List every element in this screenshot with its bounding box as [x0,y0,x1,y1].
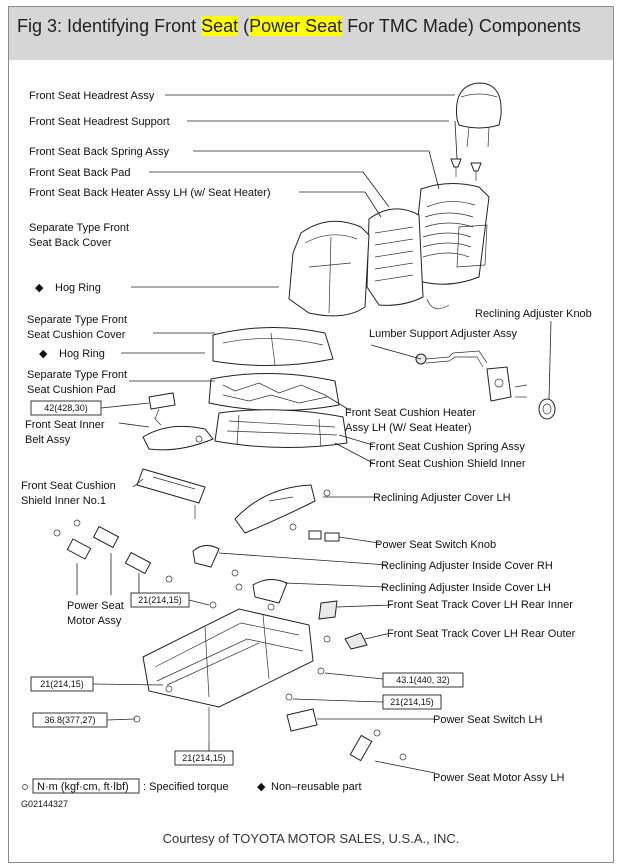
label-cushion-heater-line2: Assy LH (W/ Seat Heater) [345,422,472,434]
label-track-rear-outer: Front Seat Track Cover LH Rear Outer [387,628,576,640]
torque-value-2: 21(214,15) [138,595,182,605]
seat-back-cover-drawing [288,220,370,317]
label-shield-inner-no1-line1: Front Seat Cushion [21,480,116,492]
seat-back-spring-drawing [412,183,490,310]
label-motor-assy-line2: Motor Assy [67,615,122,627]
torque-spec-boxes: 42(428,30) 21(214,15) 21(214,15) 43.1(44… [30,400,464,766]
label-cushion-heater-line1: Front Seat Cushion Heater [345,407,476,419]
torque-value-7: 21(214,15) [182,753,226,763]
torque-box-4 [382,672,464,688]
label-cushion-spring: Front Seat Cushion Spring Assy [369,441,525,453]
exploded-parts-diagram: 42(428,30) 21(214,15) 21(214,15) 43.1(44… [21,82,592,809]
leader-lines [76,94,552,774]
inside-cover-rh-drawing [192,545,239,577]
label-cushion-pad-line2: Seat Cushion Pad [27,384,116,396]
legend-torque-desc: : Specified torque [143,781,229,793]
label-cushion-cover-line2: Seat Cushion Cover [27,329,126,341]
label-reclining-cover: Reclining Adjuster Cover LH [373,492,511,504]
headrest-support-drawing [450,158,482,181]
seat-track-drawing [133,601,331,743]
label-switch-lh: Power Seat Switch LH [433,714,542,726]
label-lumbar: Lumber Support Adjuster Assy [369,328,517,340]
title-highlight-power-seat: Power Seat [249,16,343,36]
diamond-icon: ◆ [257,781,266,793]
label-back-pad: Front Seat Back Pad [29,167,131,179]
figure-title: Fig 3: Identifying Front Seat (Power Sea… [17,15,607,37]
label-inside-cover-rh: Reclining Adjuster Inside Cover RH [381,560,553,572]
label-shield-inner: Front Seat Cushion Shield Inner [369,458,526,470]
label-headrest-support: Front Seat Headrest Support [29,116,170,128]
title-part-2: ( [238,16,250,36]
lumbar-support-drawing [415,350,528,402]
torque-value-4: 43.1(440, 32) [396,675,450,685]
legend-torque-unit: N·m (kgf·cm, ft·lbf) [37,781,129,793]
shield-inner-no1-drawing [136,468,206,519]
headrest-drawing [455,82,502,148]
label-inner-belt-line1: Front Seat Inner [25,419,105,431]
switch-knob-drawing [308,530,340,542]
label-motor-assy-line1: Power Seat [67,600,124,612]
seat-back-pad-drawing [366,208,424,306]
title-highlight-seat: Seat [201,16,239,36]
legend-nonreusable: Non–reusable part [271,781,362,793]
reclining-knob-drawing [538,398,556,420]
label-back-spring: Front Seat Back Spring Assy [29,146,170,158]
seat-cushion-spring-drawing [214,409,348,449]
torque-symbol-icon [22,784,28,790]
label-cushion-pad-line1: Separate Type Front [27,369,127,381]
diamond-icon: ◆ [35,282,44,294]
torque-box-7 [174,750,234,766]
torque-value-3: 21(214,15) [40,679,84,689]
label-hog-ring-1: Hog Ring [55,282,101,294]
torque-value-5: 21(214,15) [390,697,434,707]
seat-cushion-pad-drawing [208,373,340,411]
label-back-cover-line1: Separate Type Front [29,222,129,234]
label-track-rear-inner: Front Seat Track Cover LH Rear Inner [387,599,573,611]
torque-unit-box [32,778,140,794]
torque-value-1: 42(428,30) [44,403,88,413]
figure-code: G02144327 [21,799,68,809]
label-inside-cover-lh: Reclining Adjuster Inside Cover LH [381,582,551,594]
label-cushion-cover-line1: Separate Type Front [27,314,127,326]
label-back-heater: Front Seat Back Heater Assy LH (w/ Seat … [29,187,270,199]
label-shield-inner-no1-line2: Shield Inner No.1 [21,495,106,507]
courtesy-credit: Courtesy of TOYOTA MOTOR SALES, U.S.A., … [162,831,460,846]
inside-cover-lh-drawing [235,579,288,611]
figure-frame: Fig 3: Identifying Front Seat (Power Sea… [8,6,614,863]
figure-header: Fig 3: Identifying Front Seat (Power Sea… [9,7,613,60]
label-inner-belt-line2: Belt Assy [25,434,71,446]
label-switch-knob: Power Seat Switch Knob [375,539,496,551]
power-seat-switch-lh-drawing [286,708,318,732]
track-cover-outer-drawing [344,632,368,650]
inner-belt-drawing [142,392,214,451]
label-motor-assy-lh: Power Seat Motor Assy LH [433,772,564,784]
track-cover-inner-drawing [318,600,338,620]
legend: N·m (kgf·cm, ft·lbf) : Specified torque … [21,778,362,809]
title-part-1: Fig 3: Identifying Front [17,16,202,36]
power-seat-motor-lh-drawing [349,729,407,762]
seat-cushion-cover-drawing [212,326,334,367]
reclining-cover-drawing [234,484,331,534]
part-labels: Front Seat Headrest Assy Front Seat Head… [21,90,592,784]
title-part-3: For TMC Made) Components [342,16,581,36]
torque-value-6: 36.8(377,27) [44,715,95,725]
label-back-cover-line2: Seat Back Cover [29,237,112,249]
label-hog-ring-2: Hog Ring [59,348,105,360]
label-reclining-knob: Reclining Adjuster Knob [475,308,592,320]
label-headrest-assy: Front Seat Headrest Assy [29,90,155,102]
diamond-icon: ◆ [39,348,48,360]
power-seat-motors-drawing [53,519,173,583]
